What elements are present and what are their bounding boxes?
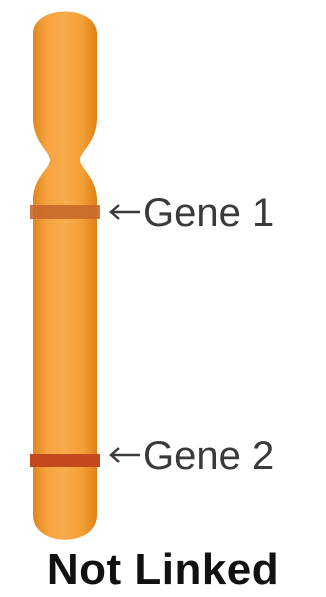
gene-1-label: Gene 1: [143, 191, 274, 235]
gene-1-band: [30, 205, 100, 219]
gene-2-label: Gene 2: [143, 434, 274, 478]
gene-1-arrow: [111, 205, 140, 219]
linkage-caption: Not Linked: [0, 545, 326, 595]
gene-2-arrow: [111, 448, 140, 462]
gene-2-band: [30, 454, 100, 467]
